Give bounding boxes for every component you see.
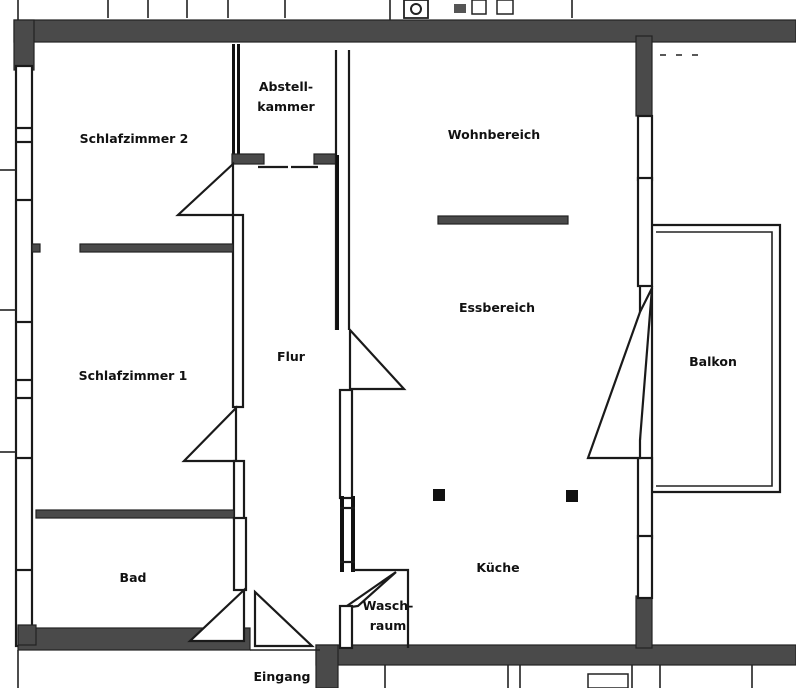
room-label-abstellkammer-line1: Abstell- xyxy=(258,79,314,94)
outer-wall-right-upper xyxy=(635,35,653,117)
room-label-flur: Flur xyxy=(277,349,305,364)
room-label-essbereich: Essbereich xyxy=(458,300,536,315)
room-label-abstellkammer-line2: kammer xyxy=(257,99,315,114)
column-right xyxy=(566,490,578,502)
bedroom-walls xyxy=(31,161,315,648)
room-label-waschraum-line2: raum xyxy=(369,618,407,633)
bedroom1-door-swing xyxy=(181,405,238,463)
washer-icon xyxy=(403,0,429,19)
outer-wall-right xyxy=(586,54,700,600)
room-label-waschraum-line1: Wasch- xyxy=(362,598,414,613)
neighbor-units-bottom xyxy=(17,649,753,688)
room-label-abstellkammer: Abstell- kammer xyxy=(257,77,314,117)
neighbor-units-top xyxy=(17,0,573,20)
room-label-schlafzimmer1: Schlafzimmer 1 xyxy=(78,368,188,383)
column-left xyxy=(433,489,445,501)
balcony-door-swing xyxy=(586,287,654,460)
balcony xyxy=(652,223,782,494)
room-label-eingang: Eingang xyxy=(253,669,311,684)
outer-wall-top xyxy=(13,19,796,43)
room-label-schlafzimmer2: Schlafzimmer 2 xyxy=(79,131,189,146)
living-door-swing xyxy=(348,327,407,391)
room-label-waschraum: Wasch- raum xyxy=(363,596,414,636)
outer-wall-bottom-right xyxy=(315,644,796,666)
corridor-east-wall xyxy=(338,327,410,650)
room-label-bad: Bad xyxy=(119,570,147,585)
bathroom-door-swing xyxy=(187,587,246,643)
living-partition xyxy=(437,215,569,225)
outer-wall-left xyxy=(0,64,34,648)
room-label-kueche: Küche xyxy=(476,560,520,575)
abstellkammer-walls xyxy=(231,44,351,330)
entrance-door-swing xyxy=(253,589,315,648)
room-label-balkon: Balkon xyxy=(689,354,737,369)
room-label-wohnbereich: Wohnbereich xyxy=(447,127,541,142)
bedroom2-door-swing xyxy=(175,161,235,217)
